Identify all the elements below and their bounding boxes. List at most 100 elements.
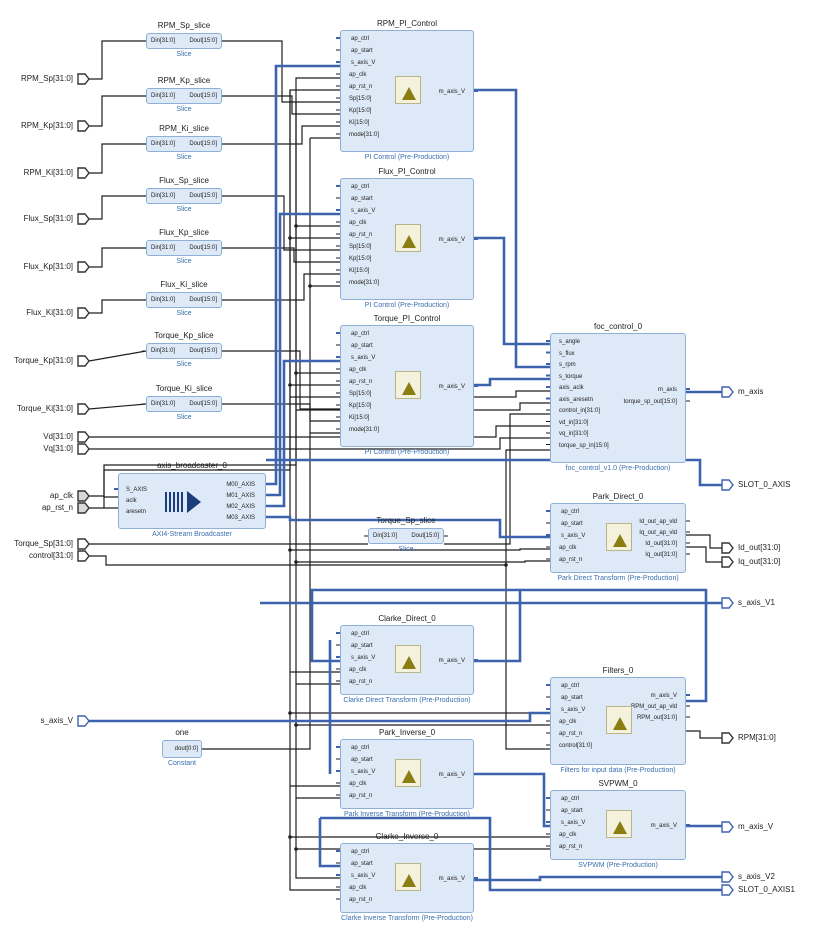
output-port-iq-out: [722, 557, 733, 567]
bar: [173, 492, 175, 512]
port-label-torque-ki: Torque_Ki[31:0]: [17, 404, 73, 414]
pin-in-sp-15-0: Sp[15:0]: [349, 243, 371, 251]
slice-block-rpm-kp[interactable]: Din[31:0]Dout[15:0]: [146, 88, 222, 104]
pin-in-s-axis-v: s_axis_V: [561, 706, 585, 714]
input-port-vq: [78, 444, 89, 454]
ip-block-flux-pi[interactable]: ap_ctrlap_starts_axis_Vap_clkap_rst_nSp[…: [340, 178, 474, 300]
ip-block-rpm-pi[interactable]: ap_ctrlap_starts_axis_Vap_clkap_rst_nSp[…: [340, 30, 474, 152]
wire-net-49: [686, 535, 722, 548]
slice-pin-dout: Dout[15:0]: [411, 532, 439, 540]
output-port-slot0-1: [722, 885, 733, 895]
ip-block-park-direct[interactable]: ap_ctrlap_starts_axis_Vap_clkap_rst_nId_…: [550, 503, 686, 573]
input-port-s-axis-v: [78, 716, 89, 726]
input-port-ap-clk: [78, 491, 89, 501]
pin-in-axis-aresetn: axis_aresetn: [559, 396, 593, 404]
pin-in-control-31-0: control[31:0]: [559, 742, 592, 750]
slice-pin-din: Din[31:0]: [151, 296, 175, 304]
pin-in-s-axis-v: s_axis_V: [351, 354, 375, 362]
net-junction-9: [288, 835, 292, 839]
hls-logo-icon: [395, 645, 421, 673]
ip-block-filters[interactable]: ap_ctrlap_starts_axis_Vap_clkap_rst_ncon…: [550, 677, 686, 765]
slice-block-flux-sp[interactable]: Din[31:0]Dout[15:0]: [146, 188, 222, 204]
slice-pin-dout: Dout[15:0]: [189, 296, 217, 304]
slice-pin-din: Din[31:0]: [151, 244, 175, 252]
bus-net-15: [474, 877, 722, 880]
slice-block-torque-ki[interactable]: Din[31:0]Dout[15:0]: [146, 396, 222, 412]
broadcast-bars-icon: [165, 492, 185, 517]
slice-block-torque-sp[interactable]: Din[31:0] Dout[15:0]: [368, 528, 444, 544]
bus-net-9: [266, 460, 722, 485]
pin-in-ap-ctrl: ap_ctrl: [351, 848, 369, 856]
slice-pin-din: Din[31:0]: [151, 347, 175, 355]
slice-block-rpm-sp[interactable]: Din[31:0]Dout[15:0]: [146, 33, 222, 49]
slice-block-torque-kp[interactable]: Din[31:0]Dout[15:0]: [146, 343, 222, 359]
slice-subtitle-flux-ki: Slice: [146, 310, 222, 317]
block-subtitle-svpwm: SVPWM (Pre-Production): [530, 862, 706, 869]
slice-pin-dout: Dout[15:0]: [189, 140, 217, 148]
wire-net-51: [686, 731, 722, 738]
slice-pin-dout: Dout[15:0]: [189, 244, 217, 252]
slice-subtitle-rpm-kp: Slice: [146, 106, 222, 113]
slice-subtitle-torque-ki: Slice: [146, 414, 222, 421]
ip-block-clarke-direct[interactable]: ap_ctrlap_starts_axis_Vap_clkap_rst_nm_a…: [340, 625, 474, 695]
pin-in-ap-start: ap_start: [561, 807, 583, 815]
port-label-vq: Vq[31:0]: [43, 444, 73, 454]
pin-in-ap-clk: ap_clk: [349, 219, 366, 227]
block-subtitle-filters: Filters for input data (Pre-Production): [530, 767, 706, 774]
axis-broadcaster-block[interactable]: S_AXISaclkaresetnM00_AXISM01_AXISM02_AXI…: [118, 473, 266, 529]
slice-block-rpm-ki[interactable]: Din[31:0]Dout[15:0]: [146, 136, 222, 152]
pin-in-ap-clk: ap_clk: [349, 71, 366, 79]
hls-logo-mark: [402, 235, 416, 248]
block-title-flux-pi: Flux_PI_Control: [340, 167, 474, 176]
pin-in-ap-start: ap_start: [561, 520, 583, 528]
ip-block-svpwm[interactable]: ap_ctrlap_starts_axis_Vap_clkap_rst_nm_a…: [550, 790, 686, 860]
broadcaster-pin-in-aclk: aclk: [126, 497, 137, 505]
constant-pin-dout: dout[0:0]: [175, 745, 198, 753]
slice-title-rpm-sp: RPM_Sp_slice: [146, 21, 222, 30]
bar: [177, 492, 179, 512]
slice-pin-din: Din[31:0]: [151, 400, 175, 408]
bar: [181, 492, 183, 512]
block-subtitle-park-direct: Park Direct Transform (Pre-Production): [530, 575, 706, 582]
bus-net-5: [474, 90, 550, 367]
pin-in-ap-clk: ap_clk: [349, 366, 366, 374]
constant-block[interactable]: dout[0:0]: [162, 740, 202, 758]
output-port-m-axis-v: [722, 822, 733, 832]
slice-pin-din: Din[31:0]: [373, 532, 397, 540]
port-label-flux-sp: Flux_Sp[31:0]: [24, 214, 73, 224]
slice-block-flux-kp[interactable]: Din[31:0] Dout[15:0]: [146, 240, 222, 256]
bus-net-12: [474, 590, 520, 661]
hls-logo-icon: [395, 759, 421, 787]
pin-in-s-axis-v: s_axis_V: [561, 532, 585, 540]
slice-title-flux-sp: Flux_Sp_slice: [146, 176, 222, 185]
pin-in-mode-31-0: mode[31:0]: [349, 279, 379, 287]
ip-block-torque-pi[interactable]: ap_ctrlap_starts_axis_Vap_clkap_rst_nSp[…: [340, 325, 474, 447]
pin-in-ap-rst-n: ap_rst_n: [349, 896, 372, 904]
port-label-m-axis-v: m_axis_V: [738, 822, 773, 832]
pin-in-ap-ctrl: ap_ctrl: [561, 508, 579, 516]
ip-block-clarke-inverse[interactable]: ap_ctrlap_starts_axis_Vap_clkap_rst_nm_a…: [340, 843, 474, 913]
ip-block-foc[interactable]: s_angles_fluxs_rpms_torqueaxis_aclkaxis_…: [550, 333, 686, 463]
hls-logo-mark: [613, 821, 627, 834]
pin-in-ap-clk: ap_clk: [559, 831, 576, 839]
port-label-flux-ki: Flux_Ki[31:0]: [26, 308, 73, 318]
wire-net-6: [89, 300, 146, 313]
pin-in-ap-ctrl: ap_ctrl: [351, 330, 369, 338]
hls-logo-icon: [606, 810, 632, 838]
input-port-ap-rst-n: [78, 503, 89, 513]
slice-block-flux-ki[interactable]: Din[31:0] Dout[15:0]: [146, 292, 222, 308]
pin-in-ap-rst-n: ap_rst_n: [559, 730, 582, 738]
pin-out-id-out-ap-vld: Id_out_ap_vld: [639, 518, 677, 526]
hls-logo-icon: [395, 76, 421, 104]
block-title-park-direct: Park_Direct_0: [550, 492, 686, 501]
block-subtitle-rpm-pi: PI Control (Pre-Production): [320, 154, 494, 161]
pin-in-s-angle: s_angle: [559, 338, 580, 346]
pin-out-id-out-31-0: Id_out[31:0]: [645, 540, 677, 548]
pin-in-kp-15-0: Kp[15:0]: [349, 107, 371, 115]
broadcaster-subtitle: AXI4-Stream Broadcaster: [118, 531, 266, 538]
block-subtitle-flux-pi: PI Control (Pre-Production): [320, 302, 494, 309]
pin-out-m-axis-v: m_axis_V: [439, 236, 465, 244]
broadcaster-title: axis_broadcaster_0: [118, 461, 266, 470]
pin-in-mode-31-0: mode[31:0]: [349, 426, 379, 434]
ip-block-park-inverse[interactable]: ap_ctrlap_starts_axis_Vap_clkap_rst_nm_a…: [340, 739, 474, 809]
